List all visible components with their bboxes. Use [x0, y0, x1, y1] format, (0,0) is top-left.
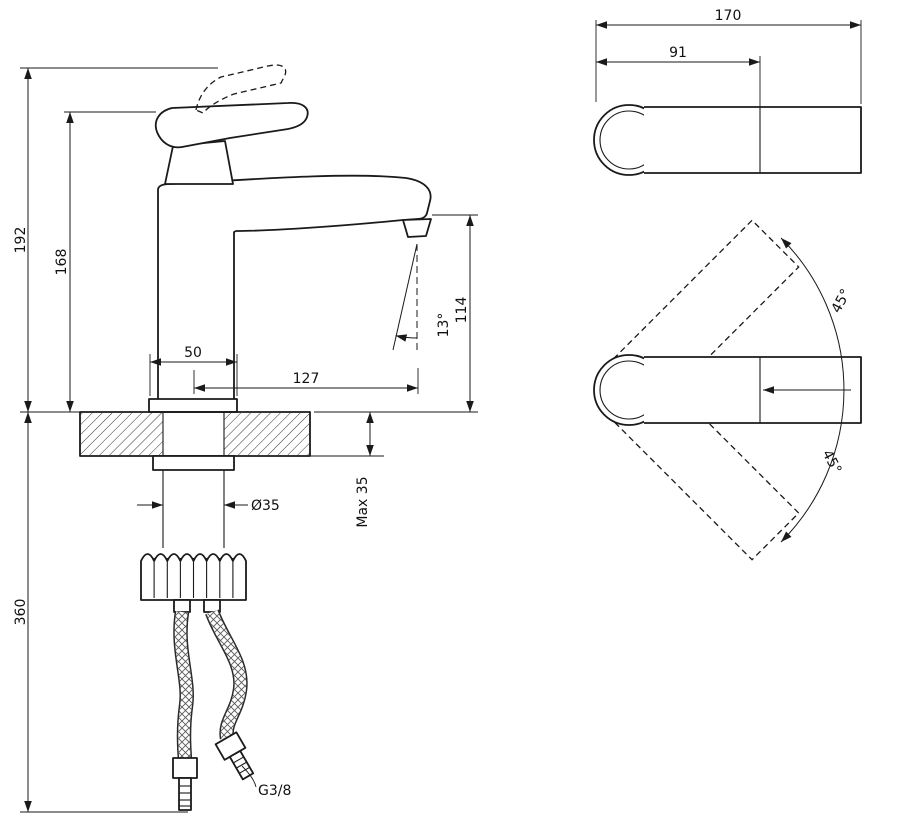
dim-spout-reach: 127 — [293, 371, 320, 387]
dim-total-length: 170 — [715, 8, 742, 24]
countertop-hatch-left — [81, 413, 163, 455]
top-view-dimensions: 170 91 — [595, 8, 862, 107]
mounting-hole — [163, 413, 224, 455]
dim-stream-angle: 13° — [436, 313, 452, 338]
top-view-swing: 45° 45° — [593, 219, 862, 561]
mounting-nut — [140, 553, 247, 601]
handle-rect-fill — [644, 107, 861, 173]
dim-shank-diameter: Ø35 — [251, 498, 280, 514]
dim-spout-length: 91 — [669, 45, 687, 61]
handle-rect-outline-2 — [644, 356, 862, 424]
base-flange — [148, 398, 238, 413]
mounting-nut-ridges — [153, 558, 234, 598]
swing-arc — [780, 237, 845, 543]
washer-plate — [152, 455, 235, 471]
stream-angle-arc — [395, 334, 418, 342]
stream-angle-group: 13° — [392, 243, 452, 352]
swing-angle-dimensions: 45° 45° — [763, 237, 855, 543]
lever-handle-raised-phantom — [195, 64, 287, 114]
supply-hose-right — [205, 609, 248, 740]
dim-spout-height: 114 — [454, 297, 470, 324]
dim-swing-upper: 45° — [829, 286, 855, 315]
top-view-plan: 170 91 — [593, 8, 862, 176]
hose-fitting-right-threads — [233, 756, 250, 774]
lever-handle — [154, 102, 309, 149]
hose-fitting-right — [214, 731, 255, 781]
aerator-outlet — [402, 218, 432, 238]
hose-fitting-left-threads — [179, 785, 191, 807]
dim-overall-height: 192 — [13, 227, 29, 254]
faucet-body-spout — [157, 174, 432, 402]
front-view: 13° 192 168 360 50 127 — [13, 64, 478, 813]
countertop-hatch-right — [224, 413, 309, 455]
front-view-dimensions: 192 168 360 50 127 114 — [13, 67, 478, 813]
dim-hose-thread: G3/8 — [258, 783, 291, 799]
supply-hose-left — [173, 610, 194, 761]
hose-collar-left — [173, 599, 191, 613]
dim-max-deck-thickness: Max 35 — [355, 476, 371, 527]
mounting-shank — [162, 412, 225, 548]
dim-swing-lower: 45° — [819, 447, 845, 476]
countertop-section — [79, 411, 311, 457]
dim-under-counter: 360 — [13, 599, 29, 626]
handle-rect-outline — [644, 106, 862, 174]
dim-body-height: 168 — [54, 249, 70, 276]
dim-base-width: 50 — [184, 345, 202, 361]
hose-fitting-left — [172, 757, 198, 811]
stream-angled-line — [392, 243, 418, 351]
leader-hose-thread — [241, 765, 257, 788]
